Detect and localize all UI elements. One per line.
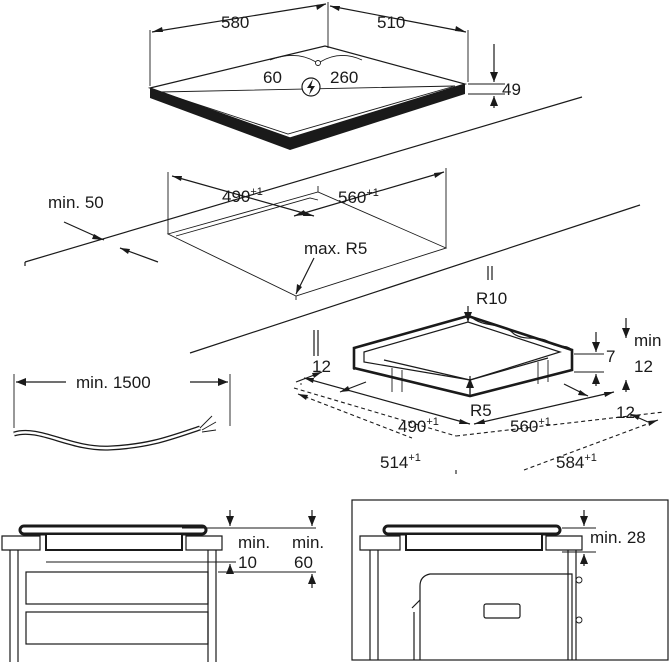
cutout-width: 490+1 [222, 186, 263, 206]
hob-glass-edge [150, 88, 290, 150]
frame-min-label: min [634, 331, 661, 350]
frame-depth-a: 7 [606, 347, 615, 366]
cutout-radius: max. R5 [304, 239, 367, 258]
drawer-gap-min: min. [238, 533, 270, 552]
frame-inner-width: 490+1 [398, 416, 439, 436]
hob-width-label: 580 [221, 13, 249, 32]
drawer-gap-value: 10 [238, 553, 257, 572]
cutout-depth: 560+1 [338, 187, 379, 207]
drawer-depth-min: min. [292, 533, 324, 552]
oven-gap-label: min. 28 [590, 528, 646, 547]
frame-outer-depth: 584+1 [556, 452, 597, 472]
hob-view: 580 510 49 60 260 [147, 2, 521, 150]
frame-inner-radius: R5 [470, 401, 492, 420]
frame-inner-depth: 560+1 [510, 416, 551, 436]
cutout-left-margin: min. 50 [48, 193, 104, 212]
oven-section: min. 28 [351, 499, 669, 661]
drawer-depth-value: 60 [294, 553, 313, 572]
hob-depth-label: 510 [377, 13, 405, 32]
cutout-view: 490+1 560+1 min. 50 max. R5 [24, 96, 641, 354]
hob-height-label: 49 [502, 80, 521, 99]
frame-outer-width: 514+1 [380, 452, 421, 472]
frame-side-left: 12 [312, 357, 331, 376]
frame-min-value: 12 [634, 357, 653, 376]
frame-view: R10 R5 12 7 min 12 12 [293, 266, 665, 474]
frame-side-right: 12 [616, 403, 635, 422]
power-lightning-icon [301, 77, 321, 97]
cable-offset-left: 60 [263, 68, 282, 87]
cable-length-label: min. 1500 [76, 373, 151, 392]
cable-offset-right: 260 [330, 68, 358, 87]
frame-outer-radius: R10 [476, 289, 507, 308]
cable-view: min. 1500 [13, 373, 231, 451]
drawer-section: min. 10 min. 60 [1, 510, 324, 662]
hob-glass-edge-right [290, 84, 465, 150]
